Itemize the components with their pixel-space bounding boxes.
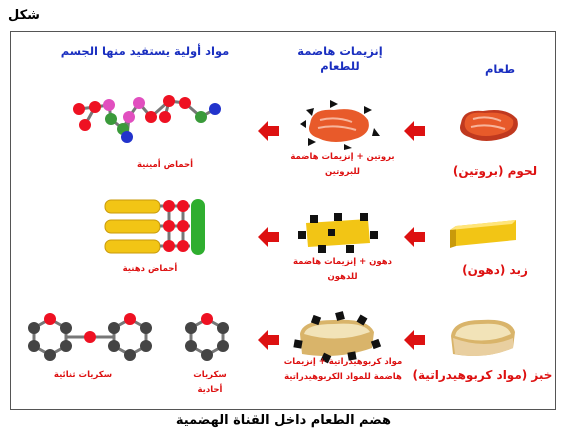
meat-enzyme-mix (300, 100, 380, 150)
fatty-acids-molecule (104, 199, 205, 255)
product-label-fatty-acids: أحماض دهنية (122, 264, 178, 274)
mix-label-fat: دهون + إنزيمات هاضمة للدهون (292, 257, 392, 282)
monosaccharide-molecule (185, 313, 229, 361)
figure-caption: هضم الطعام داخل القناة الهضمية (175, 413, 392, 428)
arrow-left-icon (404, 227, 425, 247)
arrow-left-icon (404, 121, 425, 141)
product-label-amino-acids: أحماض أمينية (136, 160, 194, 170)
arrow-left-icon (258, 330, 279, 350)
bread-icon (451, 319, 515, 356)
food-label-carbohydrate: خبز (مواد كربوهيدراتية) (412, 368, 553, 382)
food-label-fat: زبد (دهون) (462, 263, 528, 277)
product-label-disaccharides: سكريات ثنائية (53, 370, 113, 380)
food-label-protein: لحوم (بروتين) (452, 164, 538, 178)
header-enzymes: إنزيمات هاضمة للطعام (297, 44, 383, 73)
diagram-frame (10, 31, 556, 410)
header-raw-materials: مواد أولية يستفيد منها الجسم (60, 44, 230, 58)
meat-icon (460, 110, 518, 141)
mix-label-carbohydrate: مواد كربوهيدراتية + إنزيمات هاضمة للمواد… (283, 357, 403, 382)
product-label-monosaccharides: سكريات أحادية (193, 370, 227, 395)
arrow-left-icon (258, 121, 279, 141)
mix-label-protein: بروتين + إنزيمات هاضمة للبروتين (290, 152, 395, 177)
butter-enzyme-mix (298, 213, 378, 253)
figure-label: شكل (8, 8, 40, 23)
bread-enzyme-mix (293, 311, 382, 364)
arrow-left-icon (404, 330, 425, 350)
disaccharide-molecule (28, 313, 152, 361)
amino-acids-molecule (73, 95, 221, 143)
header-food: طعام (484, 62, 516, 76)
arrow-left-icon (258, 227, 279, 247)
butter-icon (450, 220, 516, 248)
